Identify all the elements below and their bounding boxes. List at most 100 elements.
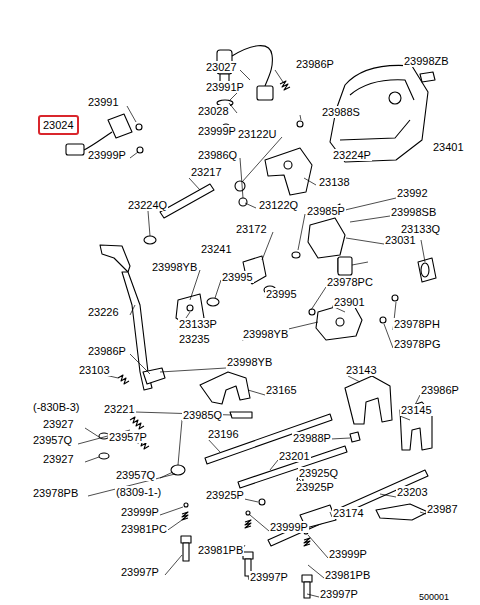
callout-number: 23027 [205, 61, 238, 73]
callout-number: 23196 [207, 428, 240, 440]
cover-housing [350, 80, 414, 100]
callout-number: 23174 [332, 507, 365, 519]
callout-number: 23999P [120, 506, 160, 518]
callout-number: 23987 [426, 503, 459, 515]
callout-number: 23999P [269, 521, 309, 533]
callout-number: 23103 [78, 364, 111, 376]
callout-number: 23122U [237, 128, 278, 140]
callout-number: 23927 [42, 453, 75, 465]
shift-block [308, 204, 436, 323]
shaft [235, 181, 245, 191]
callout-number: 23901 [333, 296, 366, 308]
detent-bolts [181, 503, 312, 598]
callout-number: 23986P [87, 345, 127, 357]
callout-number: 23925P [295, 481, 335, 493]
callout-number: 23988P [292, 432, 332, 444]
shift-rails [350, 432, 360, 442]
callout-number: 23999P [87, 149, 127, 161]
shaft [144, 181, 247, 244]
callout-number: 23986Q [197, 149, 238, 161]
speed-sensor [136, 124, 142, 130]
shaft [239, 198, 247, 206]
callout-number: 23165 [265, 384, 298, 396]
callout-number: 23998YB [226, 356, 273, 368]
cover-housing [389, 92, 401, 104]
shift-rails [268, 470, 428, 546]
callout-number: 23224Q [127, 199, 168, 211]
shift-forks [99, 372, 432, 475]
callout-number: 23988S [321, 106, 361, 118]
callout-number: 23981PB [197, 544, 244, 556]
callout-number: 23143 [345, 364, 378, 376]
detent-bolts [184, 503, 188, 507]
bracket-parts [336, 318, 344, 326]
callout-number: 23997P [249, 571, 289, 583]
change-lever [100, 245, 130, 272]
change-lever [118, 375, 129, 384]
callout-number: (-830B-3) [32, 401, 80, 413]
shift-block [421, 263, 429, 277]
callout-number: 23999P [328, 548, 368, 560]
callout-number: 23981PC [120, 523, 168, 535]
backup-switch [232, 46, 272, 86]
backup-switch [257, 86, 273, 100]
callout-number: 23031 [384, 234, 417, 246]
bracket-parts [292, 252, 300, 258]
callout-number: 500001 [418, 591, 450, 603]
cover-housing [340, 120, 410, 140]
callout-number: 23927 [42, 418, 75, 430]
callout-number: 23978PH [393, 318, 441, 330]
detent-bolts [181, 536, 191, 543]
callout-number: 23122Q [258, 199, 299, 211]
detent-bolts [304, 538, 310, 546]
callout-number: 23985Q [182, 409, 223, 421]
bracket-parts [207, 298, 219, 306]
shift-forks [200, 372, 250, 404]
callout-number: 23401 [432, 141, 465, 153]
callout-number: 23138 [318, 176, 351, 188]
speed-sensor [108, 114, 132, 138]
callout-number: 23998SB [390, 206, 437, 218]
shift-block [380, 317, 386, 323]
callout-number: 23999P [197, 125, 237, 137]
callout-number: 23995 [221, 271, 254, 283]
callout-number: 23978PG [393, 338, 441, 350]
callout-number: 23978PC [326, 276, 374, 288]
callout-number: 23172 [235, 223, 268, 235]
callout-number: 23998YB [151, 261, 198, 273]
callout-number: 23986P [295, 58, 335, 70]
callout-number: 23957P [108, 431, 148, 443]
callout-number: 23995 [265, 288, 298, 300]
detent-bolts [243, 552, 253, 559]
detent-bolts [302, 575, 312, 582]
bracket-parts [309, 309, 315, 315]
callout-number: 23133P [178, 318, 218, 330]
shaft [144, 236, 156, 244]
callout-number: 23992 [396, 187, 429, 199]
shift-block [418, 258, 436, 282]
cover-housing [420, 72, 435, 82]
callout-number: 23957Q [115, 469, 156, 481]
shift-forks [171, 465, 185, 475]
select-lever [265, 148, 312, 195]
callout-number: 23024 [43, 119, 74, 131]
callout-number: 23978PB [32, 487, 79, 499]
speed-sensor [66, 144, 84, 155]
spring-small [280, 81, 290, 90]
callout-number: 23981PB [324, 569, 371, 581]
shift-block [338, 257, 352, 275]
shift-forks [345, 376, 392, 424]
spring-small [297, 121, 303, 127]
shift-forks [99, 453, 109, 459]
callout-number: 23201 [278, 450, 311, 462]
callout-number: 23226 [87, 306, 120, 318]
detent-bolts [183, 543, 189, 561]
spring-small [280, 81, 303, 127]
select-lever [284, 161, 292, 169]
callout-number: (8309-1-) [115, 486, 162, 498]
shift-forks [400, 402, 432, 450]
callout-number: 23235 [178, 333, 211, 345]
callout-number: 23986P [420, 384, 460, 396]
callout-number: 23997P [120, 566, 160, 578]
callout-number: 23217 [190, 166, 223, 178]
